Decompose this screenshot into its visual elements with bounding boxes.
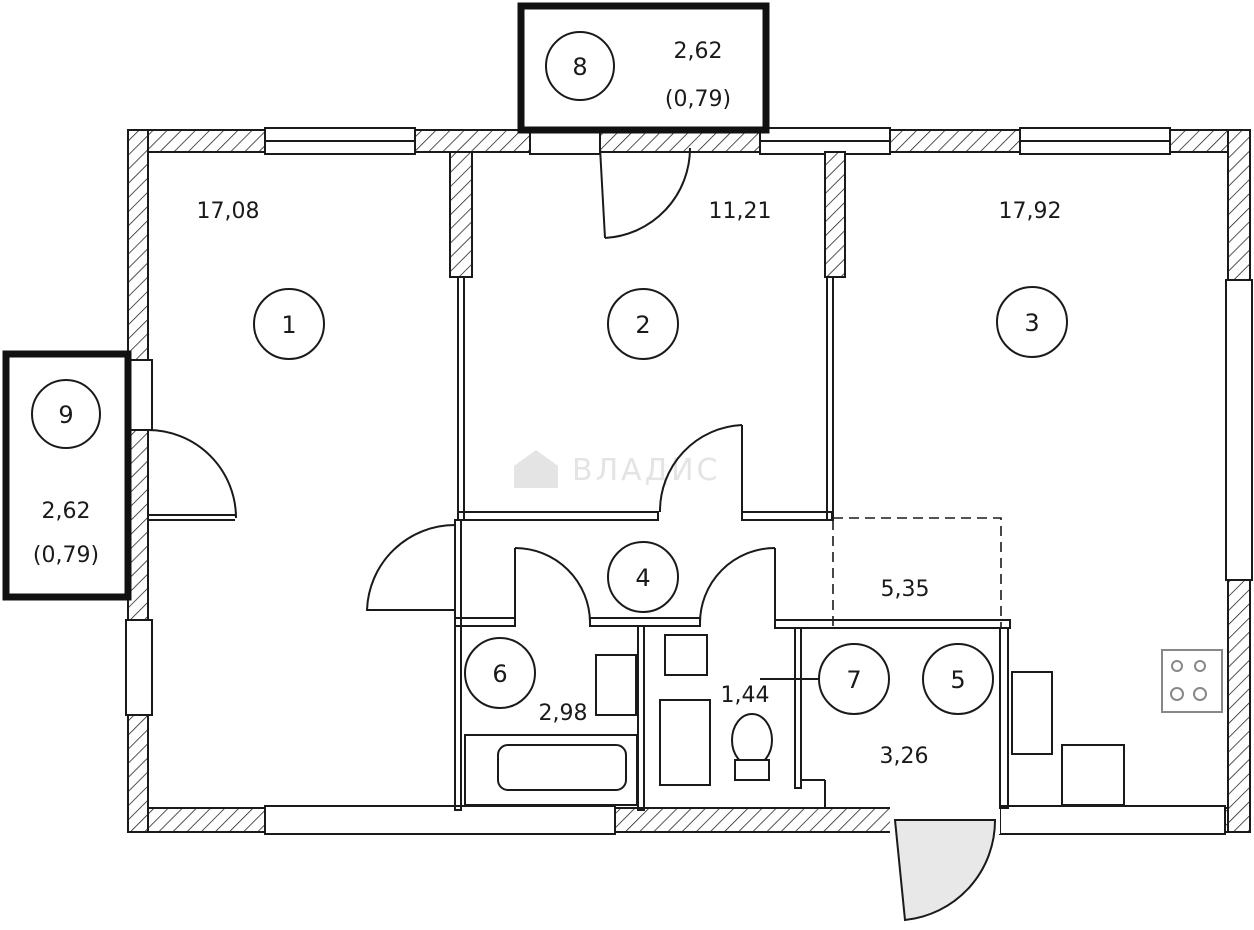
room-7: 7 1,44 xyxy=(721,643,890,715)
door-room2-balcony8 xyxy=(599,147,692,239)
washer-icon xyxy=(659,699,711,786)
stove-icon xyxy=(1161,649,1223,713)
room-number-8: 8 xyxy=(572,53,587,81)
room-area-6: 2,98 xyxy=(539,701,588,726)
room-area-1: 17,08 xyxy=(197,199,260,224)
toilet-icon xyxy=(731,713,773,767)
room-number-1: 1 xyxy=(281,311,296,339)
toilet-sink-icon xyxy=(664,634,708,676)
door-room6 xyxy=(514,547,591,623)
room-number-6: 6 xyxy=(492,660,507,688)
room-area-4: 5,35 xyxy=(881,577,930,602)
room-number-2: 2 xyxy=(635,311,650,339)
room-area-2: 11,21 xyxy=(709,199,772,224)
room-number-4: 4 xyxy=(635,564,650,592)
room-area-5: 3,26 xyxy=(880,744,929,769)
balcony-8: 8 2,62 (0,79) xyxy=(517,2,770,134)
kitchen-sink-icon xyxy=(1061,744,1125,806)
door-room7 xyxy=(698,547,776,625)
interior-walls xyxy=(148,151,1011,811)
room-4: 4 5,35 xyxy=(607,541,930,613)
fridge-icon xyxy=(1011,671,1053,755)
room-3: 17,92 3 xyxy=(996,199,1068,358)
exterior-walls xyxy=(125,127,1253,835)
room-area-7: 1,44 xyxy=(721,683,770,708)
room-1: 17,08 1 xyxy=(197,199,325,360)
door-room1 xyxy=(365,524,456,611)
watermark-text: ВЛАДИС xyxy=(572,453,721,488)
house-logo-icon xyxy=(514,450,558,488)
bathroom-sink-icon xyxy=(595,654,637,716)
door-room2 xyxy=(658,424,743,513)
room-area-9: 2,62 xyxy=(42,499,91,524)
room-reduced-area-8: (0,79) xyxy=(665,87,731,112)
room-number-9: 9 xyxy=(58,401,73,429)
balcony-9: 9 2,62 (0,79) xyxy=(2,350,132,601)
entrance-door xyxy=(893,819,997,922)
room-number-3: 3 xyxy=(1024,309,1039,337)
room-number-5: 5 xyxy=(950,666,965,694)
room-area-3: 17,92 xyxy=(999,199,1062,224)
room-number-7: 7 xyxy=(846,666,861,694)
watermark: ВЛАДИС xyxy=(514,450,721,488)
door-room1-balcony9 xyxy=(147,429,237,519)
fixtures xyxy=(464,634,1223,806)
room-reduced-area-9: (0,79) xyxy=(33,543,99,568)
doors xyxy=(147,147,997,922)
room-5: 5 3,26 xyxy=(880,643,994,769)
room-area-8: 2,62 xyxy=(674,39,723,64)
room-2: 11,21 2 xyxy=(607,199,772,360)
room-6: 6 2,98 xyxy=(464,637,588,726)
